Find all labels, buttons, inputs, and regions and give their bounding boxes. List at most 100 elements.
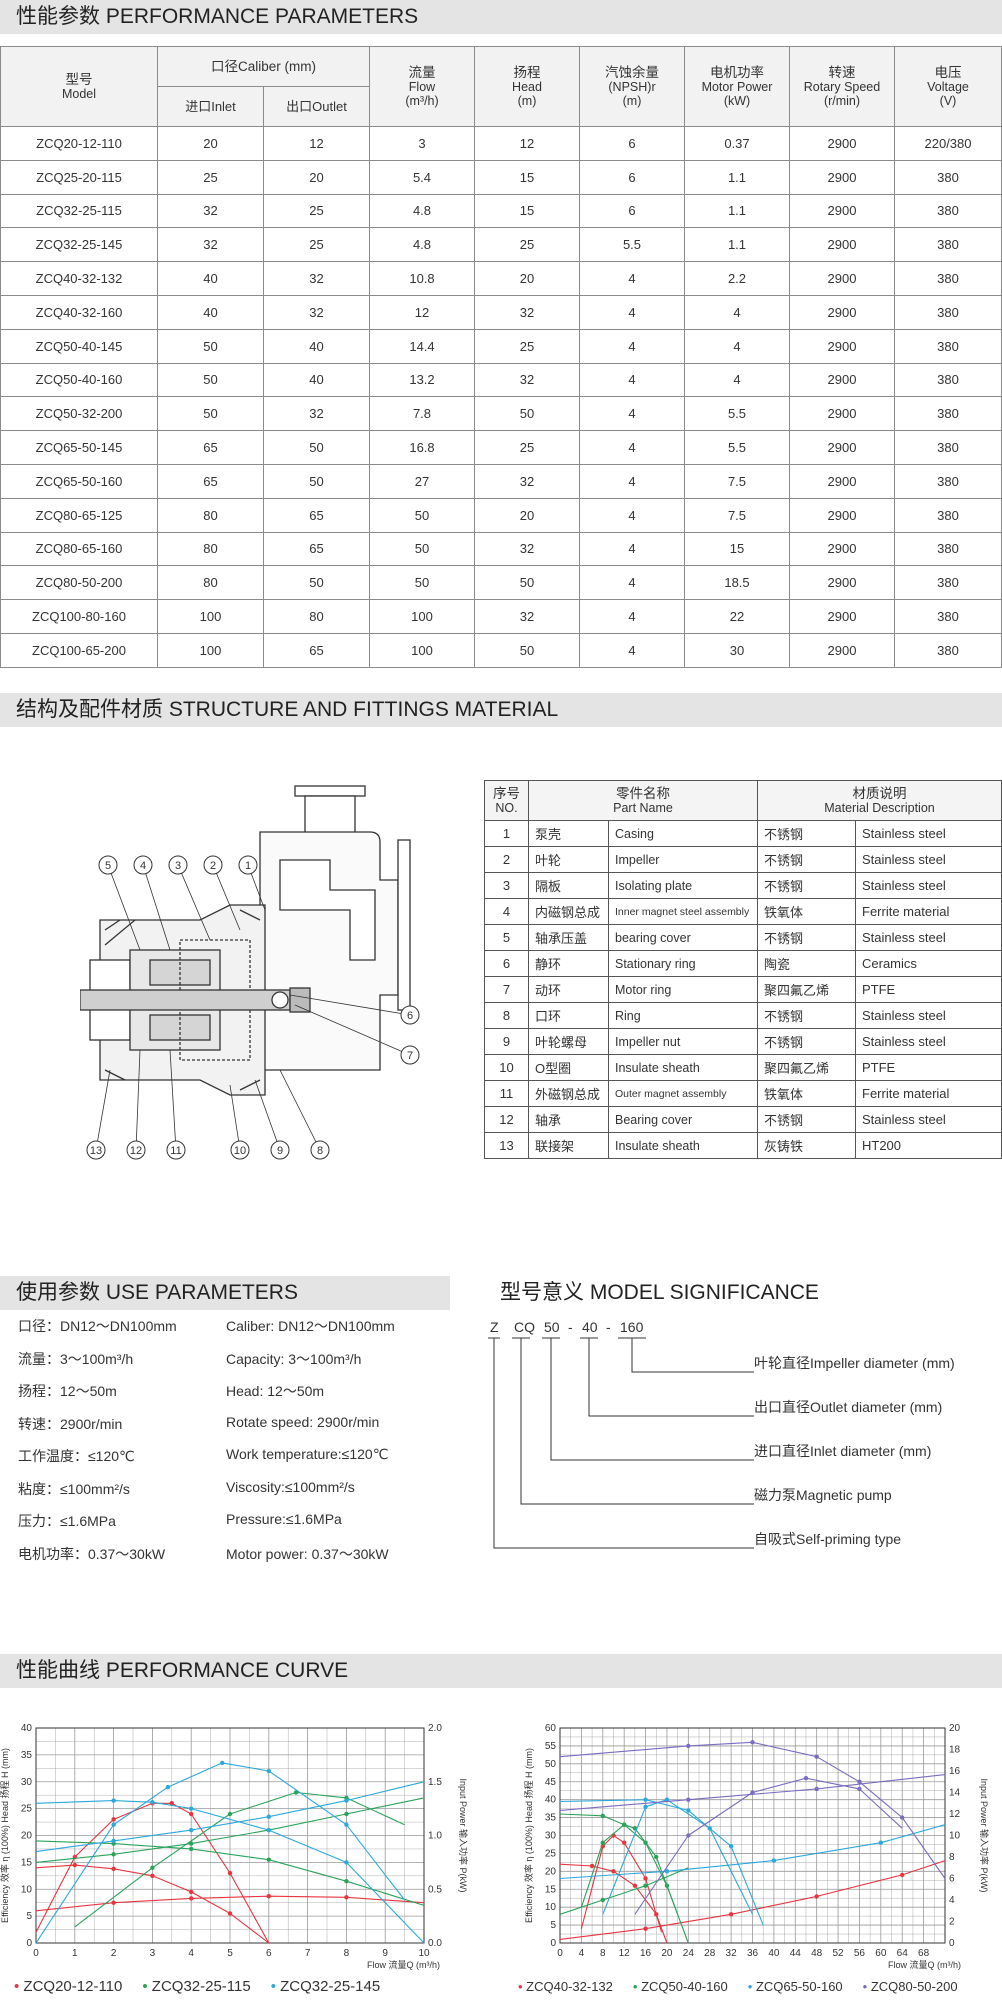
series-point xyxy=(707,1826,712,1831)
value-cell: 14.4 xyxy=(369,328,475,364)
col-power: 电机功率 Motor Power (kW) xyxy=(684,46,790,127)
col-speed: 转速 Rotary Speed (r/min) xyxy=(789,46,895,127)
part-label-circle xyxy=(168,855,188,875)
model-code-part: - xyxy=(568,1319,573,1335)
y-tick-label: 20 xyxy=(21,1831,33,1842)
legend-label: ZCQ32-25-145 xyxy=(280,1978,381,1995)
series-point xyxy=(111,1900,116,1905)
use-param-cn: 口径：DN12～DN100mm xyxy=(18,1318,177,1334)
model-cell: ZCQ80-50-200 xyxy=(0,565,158,601)
series-point xyxy=(227,1911,233,1916)
part-cell: Ferrite material xyxy=(855,1080,1002,1107)
model-meaning: 叶轮直径Impeller diameter (mm) xyxy=(754,1355,955,1371)
legend-label: ZCQ20-12-110 xyxy=(23,1978,123,1995)
series-point xyxy=(266,1768,271,1774)
part-label-number: 7 xyxy=(407,1050,413,1062)
model-leader xyxy=(588,1338,754,1417)
series-point xyxy=(344,1895,349,1900)
legend-item: • ZCQ65-50-160 xyxy=(748,1979,843,1994)
chart1-legend: • ZCQ20-12-110• ZCQ32-25-115• ZCQ32-25-1… xyxy=(14,1978,400,1995)
value-cell: 4 xyxy=(579,632,685,668)
value-cell: 2900 xyxy=(789,396,895,432)
part-cell: 隔板 xyxy=(528,872,609,899)
series-point xyxy=(266,1857,271,1862)
x-tick-label: 32 xyxy=(726,1948,738,1959)
part-cell: Stainless steel xyxy=(855,1028,1002,1055)
value-cell: 32 xyxy=(157,193,264,229)
x-tick-label: 28 xyxy=(704,1948,716,1959)
value-cell: 30 xyxy=(684,632,790,668)
series-point xyxy=(857,1786,862,1792)
use-param-en: Caliber: DN12～DN100mm xyxy=(226,1318,395,1334)
part-cell: 聚四氟乙烯 xyxy=(757,976,856,1003)
y-right-tick-label: 0 xyxy=(949,1938,955,1949)
y-tick-label: 35 xyxy=(21,1750,33,1761)
y-tick-label: 5 xyxy=(26,1911,32,1922)
use-param-cn: 工作温度：≤120℃ xyxy=(18,1448,135,1464)
value-cell: 3 xyxy=(369,126,475,161)
model-cell: ZCQ80-65-125 xyxy=(0,497,158,533)
part-cell: PTFE xyxy=(855,976,1002,1003)
series-point xyxy=(189,1846,194,1852)
x-tick-label: 56 xyxy=(854,1948,866,1959)
value-cell: 80 xyxy=(157,497,264,533)
y-tick-label: 55 xyxy=(545,1741,557,1752)
use-param-en: Rotate speed: 2900r/min xyxy=(226,1413,380,1430)
series-point xyxy=(589,1863,595,1869)
y-tick-label: 40 xyxy=(545,1795,557,1806)
part-cell: Isolating plate xyxy=(608,872,758,899)
use-param-en: Head: 12～50m xyxy=(226,1383,325,1399)
series-point xyxy=(814,1786,819,1792)
part-cell: 7 xyxy=(484,976,529,1003)
value-cell: 4 xyxy=(579,261,685,296)
value-cell: 2900 xyxy=(789,463,895,499)
series-point xyxy=(344,1822,349,1827)
series-point xyxy=(878,1840,884,1845)
col-head: 扬程 Head (m) xyxy=(474,46,580,127)
x-axis-label: Flow 流量Q (m³/h) xyxy=(367,1959,440,1970)
part-cell: Casing xyxy=(608,820,758,847)
structure-section-title: 结构及配件材质 STRUCTURE AND FITTINGS MATERIAL xyxy=(0,693,1002,727)
part-cell: Stainless steel xyxy=(855,846,1002,873)
value-cell: 2900 xyxy=(789,193,895,229)
model-cell: ZCQ20-12-110 xyxy=(0,126,158,161)
part-cell: 不锈钢 xyxy=(757,846,856,873)
value-cell: 40 xyxy=(263,328,370,364)
y-right-tick-label: 10 xyxy=(949,1831,961,1842)
value-cell: 6 xyxy=(579,126,685,161)
part-cell: Stainless steel xyxy=(855,1106,1002,1133)
x-tick-label: 1 xyxy=(72,1948,78,1959)
part-cell: 不锈钢 xyxy=(757,820,856,847)
value-cell: 220/380 xyxy=(894,126,1002,161)
col-model: 型号 Model xyxy=(0,46,158,127)
part-cell: 轴承 xyxy=(528,1106,609,1133)
value-cell: 100 xyxy=(369,599,475,634)
y-tick-label: 45 xyxy=(545,1777,557,1788)
y-right-axis-label: Input Power 输入功率 P(kW) xyxy=(458,1778,469,1892)
value-cell: 25 xyxy=(474,227,580,263)
col-caliber: 口径Caliber (mm) xyxy=(157,46,370,87)
y-tick-label: 60 xyxy=(545,1723,557,1734)
y-right-tick-label: 1.0 xyxy=(428,1831,442,1842)
value-cell: 20 xyxy=(157,126,264,161)
model-meaning: 自吸式Self-priming type xyxy=(754,1531,901,1547)
x-tick-label: 4 xyxy=(188,1948,194,1959)
x-tick-label: 16 xyxy=(640,1948,652,1959)
series-point xyxy=(344,1798,349,1803)
model-cell: ZCQ25-20-115 xyxy=(0,159,158,195)
value-cell: 50 xyxy=(369,497,475,533)
